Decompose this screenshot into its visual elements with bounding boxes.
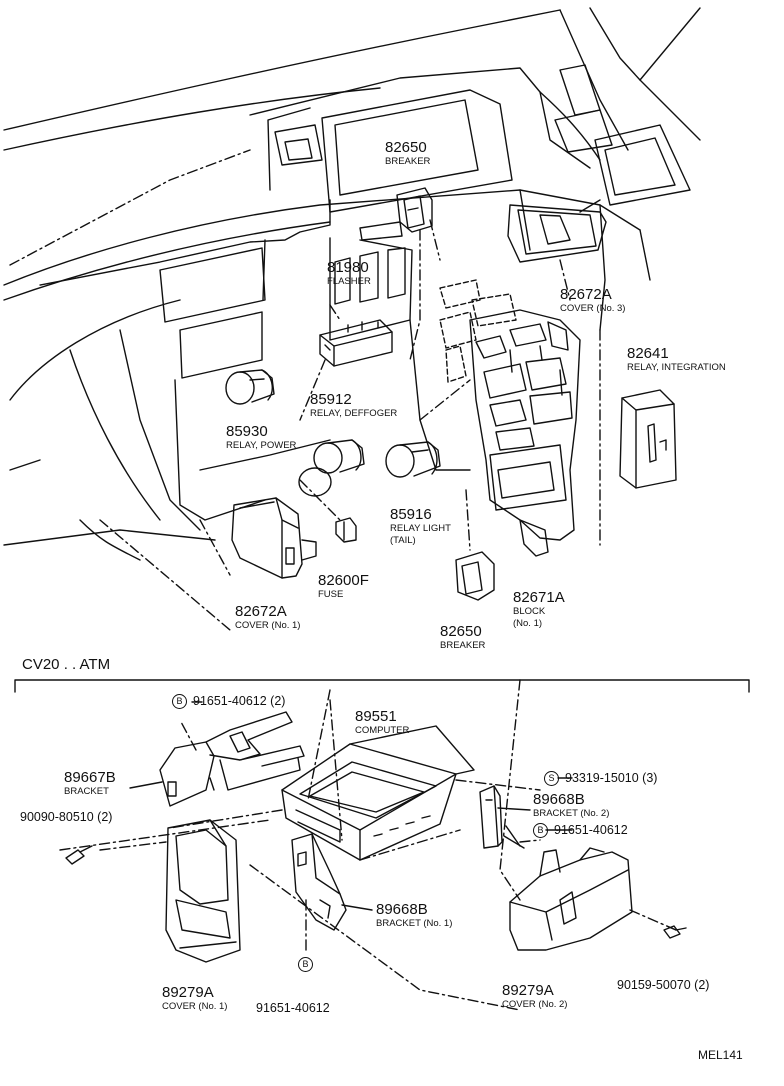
dashboard-outline bbox=[3, 7, 701, 561]
breaker-bottom-drawing bbox=[455, 551, 495, 601]
label-bolt-b-right: B 91651-40612 bbox=[533, 823, 628, 838]
label-screw-s: S 93319-15010 (3) bbox=[544, 771, 657, 786]
part-number: 89279A bbox=[502, 982, 554, 999]
bolt-marker-icon: B bbox=[533, 823, 548, 838]
part-name-2: (TAIL) bbox=[390, 534, 416, 546]
part-number: 85916 bbox=[390, 506, 432, 523]
part-name-2: (No. 1) bbox=[513, 617, 543, 629]
label-bolt-b-bottom: 91651-40612 bbox=[256, 1002, 330, 1015]
label-screw-90090: 90090-80510 (2) bbox=[20, 811, 112, 824]
part-name: BLOCK bbox=[513, 606, 546, 617]
part-number: 89279A bbox=[162, 984, 214, 1001]
part-name: BREAKER bbox=[440, 640, 486, 651]
part-name: BRACKET (No. 1) bbox=[376, 918, 453, 929]
label-relay-power: 85930 RELAY, POWER bbox=[226, 424, 296, 451]
part-number: 82641 bbox=[627, 345, 669, 362]
cover-br-drawing bbox=[509, 847, 633, 951]
part-name: RELAY LIGHT bbox=[390, 523, 451, 534]
part-name: RELAY, POWER bbox=[226, 440, 297, 451]
socket-circle bbox=[298, 467, 332, 497]
relay-power-drawing bbox=[225, 369, 275, 405]
label-fuse: 82600F FUSE bbox=[318, 573, 369, 600]
label-leaders bbox=[129, 701, 573, 911]
part-name: RELAY, DEFFOGER bbox=[310, 408, 398, 419]
breaker-top-drawing bbox=[396, 187, 433, 233]
part-name: COVER (No. 1) bbox=[162, 1001, 228, 1012]
label-cover3: 82672A COVER (No. 3) bbox=[560, 287, 625, 314]
label-bracket-no2: 89668B BRACKET (No. 2) bbox=[533, 792, 609, 819]
label-flasher: 81980 FLASHER bbox=[327, 260, 371, 287]
part-name: FUSE bbox=[318, 589, 344, 600]
cover3-drawing bbox=[507, 199, 607, 263]
part-number: 89667B bbox=[64, 769, 116, 786]
label-bracket-89667b: 89667B BRACKET bbox=[64, 770, 116, 797]
leader-lines-lower bbox=[59, 679, 677, 1011]
part-number: 85930 bbox=[226, 423, 268, 440]
part-number: 90159-50070 (2) bbox=[617, 978, 710, 992]
part-name: COVER (No. 2) bbox=[502, 999, 568, 1010]
part-name: RELAY, INTEGRATION bbox=[627, 362, 726, 373]
relay-light-drawing bbox=[385, 441, 441, 478]
bracket-89667b-drawing bbox=[159, 711, 305, 807]
part-name: COVER (No. 1) bbox=[235, 620, 301, 631]
screw-marker-icon: S bbox=[544, 771, 559, 786]
label-breaker-top: 82650 BREAKER bbox=[385, 140, 430, 167]
part-number: 82672A bbox=[235, 603, 287, 620]
computer-drawing bbox=[281, 725, 475, 861]
part-number: 82671A bbox=[513, 589, 565, 606]
part-number: 85912 bbox=[310, 391, 352, 408]
part-number: 91651-40612 (2) bbox=[193, 693, 286, 708]
bracket-no2-drawing bbox=[479, 785, 521, 849]
label-relay-integration: 82641 RELAY, INTEGRATION bbox=[627, 346, 726, 373]
part-name: BREAKER bbox=[385, 156, 431, 167]
label-block1: 82671A BLOCK (No. 1) bbox=[513, 590, 565, 628]
label-computer: 89551 COMPUTER bbox=[355, 709, 409, 736]
leader-lines-upper bbox=[9, 149, 601, 631]
label-cover-br: 89279A COVER (No. 2) bbox=[502, 983, 567, 1010]
label-relay-deffoger: 85912 RELAY, DEFFOGER bbox=[310, 392, 397, 419]
part-number: 93319-15010 (3) bbox=[565, 770, 658, 785]
section-title: CV20 . . ATM bbox=[22, 656, 111, 673]
part-number: 82650 bbox=[385, 139, 427, 156]
part-number: 89668B bbox=[533, 791, 585, 808]
cover-bl-drawing bbox=[165, 819, 241, 963]
part-name: COVER (No. 3) bbox=[560, 303, 626, 314]
label-bolt-b-top: B 91651-40612 (2) bbox=[172, 694, 285, 709]
label-breaker-bottom: 82650 BREAKER bbox=[440, 624, 485, 651]
part-name: FLASHER bbox=[327, 276, 371, 287]
part-number: 81980 bbox=[327, 259, 369, 276]
part-number: 89551 bbox=[355, 708, 397, 725]
relay-integration-drawing bbox=[619, 389, 677, 489]
flasher-drawing bbox=[319, 319, 393, 367]
part-number: 82672A bbox=[560, 286, 612, 303]
part-number: 82650 bbox=[440, 623, 482, 640]
cover1-drawing bbox=[231, 497, 317, 579]
junction-block-drawing bbox=[469, 309, 581, 557]
part-name: BRACKET bbox=[64, 786, 109, 797]
section-box bbox=[14, 679, 750, 693]
part-number: 89668B bbox=[376, 901, 428, 918]
label-bracket-no1: 89668B BRACKET (No. 1) bbox=[376, 902, 452, 929]
label-screw-90159: 90159-50070 (2) bbox=[617, 979, 709, 992]
label-relay-light: 85916 RELAY LIGHT (TAIL) bbox=[390, 507, 451, 545]
part-number: 91651-40612 bbox=[256, 1001, 330, 1015]
part-name: COMPUTER bbox=[355, 725, 410, 736]
label-cover-bl: 89279A COVER (No. 1) bbox=[162, 985, 227, 1012]
relay-deffoger-drawing bbox=[313, 439, 365, 474]
part-number: 91651-40612 bbox=[554, 822, 628, 837]
label-cover1: 82672A COVER (No. 1) bbox=[235, 604, 300, 631]
fuse-drawing bbox=[335, 517, 357, 543]
relay-socket-dashed bbox=[439, 279, 517, 383]
part-number: 90090-80510 (2) bbox=[20, 810, 113, 824]
bolt-marker-icon: B bbox=[172, 694, 187, 709]
part-name: BRACKET (No. 2) bbox=[533, 808, 610, 819]
part-number: 82600F bbox=[318, 572, 369, 589]
label-bolt-b-bottom-marker: B bbox=[298, 957, 319, 972]
bolt-marker-icon: B bbox=[298, 957, 313, 972]
bracket-no1-drawing bbox=[291, 833, 347, 931]
figure-code: MEL141 bbox=[698, 1048, 743, 1062]
